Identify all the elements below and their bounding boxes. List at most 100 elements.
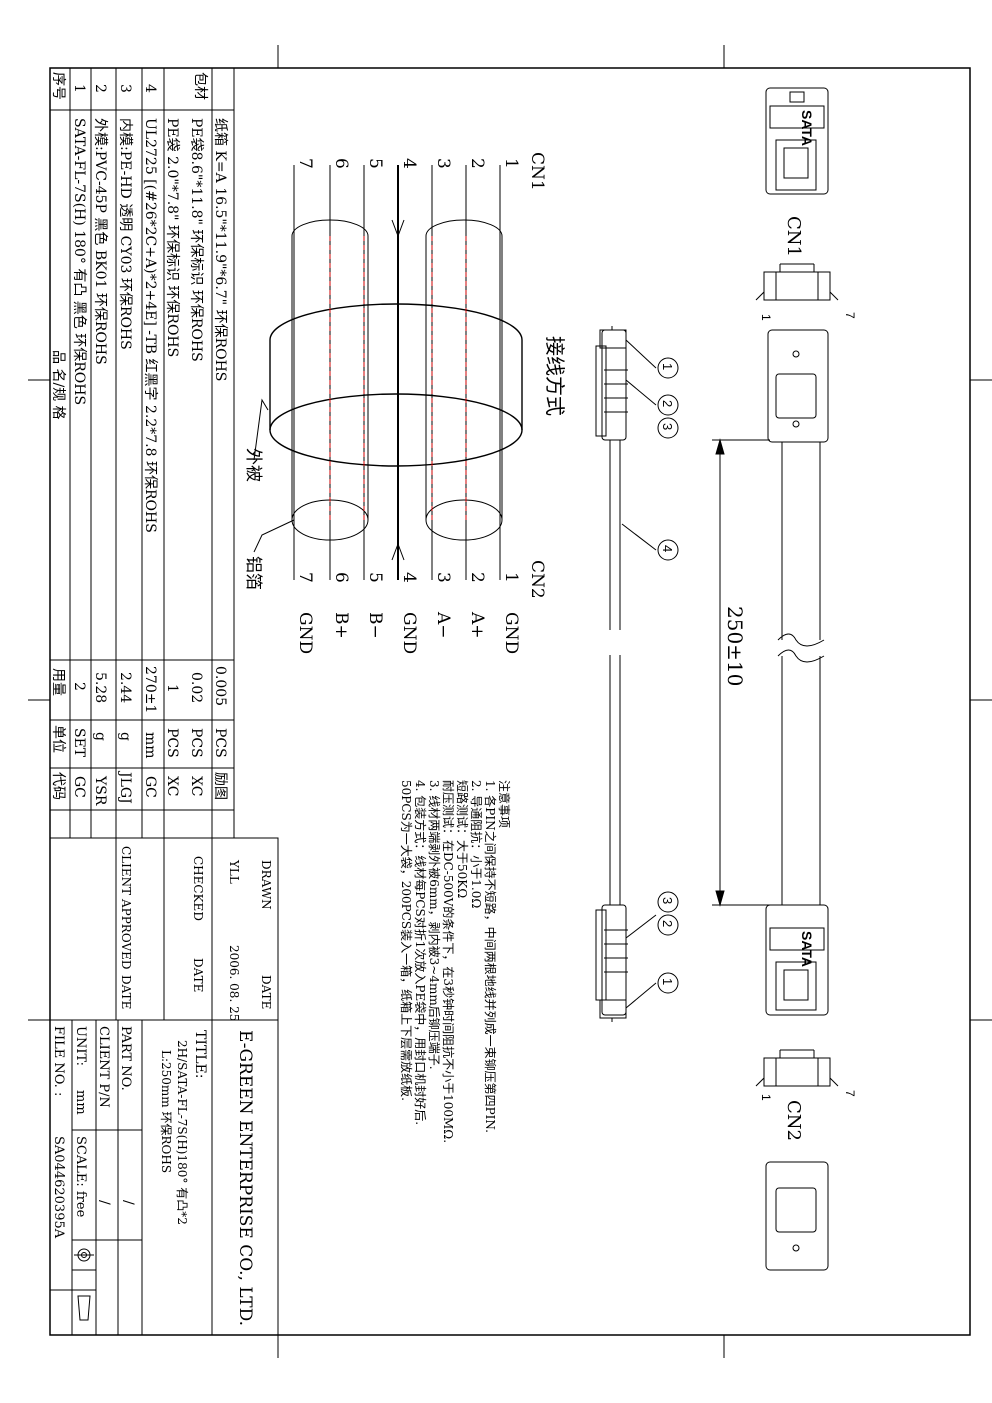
bom-row-qty: 5.28 (92, 672, 108, 703)
callout-circle (657, 357, 679, 379)
bom-row-no: 3 (117, 84, 133, 93)
bom-row-unit: g (92, 732, 108, 741)
cable-top-labels: SATA SATA CN1 CN2 1 7 1 7 250±10 (723, 110, 857, 1141)
scale-label: SCALE: free (73, 1136, 88, 1218)
bom-row-name: 内模:PE-HD 透明 CY03 环保ROHS (117, 118, 133, 350)
bom-row-unit: mm (142, 732, 158, 759)
bom-row-no: 1 (71, 84, 87, 93)
checked-label: CHECKED (191, 856, 205, 921)
part-no-label: PART NO. (118, 1026, 133, 1091)
drawer-name: YLL (227, 859, 241, 884)
pin-left: 3 (433, 158, 453, 169)
bom-row-unit: PCS (212, 728, 228, 758)
title-line-2: L:250mm 环保ROHS (159, 1050, 173, 1173)
note-line: 耐压测试：在DC-500V的条件下，在3秒钟时间阻抗不小于100MΩ. (441, 780, 456, 1143)
pin7-marker-cn2: 7 (843, 1090, 857, 1097)
sata-label-cn2: SATA (799, 931, 815, 967)
foil-label: 铝箔 (243, 556, 263, 590)
approved-date-label: DATE (119, 975, 133, 1009)
bom-row-qty: 270±1 (142, 666, 158, 713)
client-approved-label: CLIENT APPROVED (119, 846, 133, 970)
bom-row-name: UL2725 [(#26*2C+A)*2+4E] -TB 红黑字 2.2*7.8… (142, 118, 158, 533)
pin-left: 5 (365, 158, 385, 169)
drawn-label: DRAWN (259, 860, 273, 910)
bom-row-qty: 1 (164, 684, 180, 693)
projection-symbol-icon (74, 1248, 94, 1321)
note-line: 3. 线材两端剥外被6mm，剥内被3~4mm后铆压端子. (427, 780, 442, 1070)
bom-row-qty: 0.005 (212, 666, 228, 706)
bom-row-name: 外模:PVC-45P 黑色 BK01 环保ROHS (92, 118, 109, 365)
note-line: 50PCS为一大袋，200PCS装入一箱，纸箱上下层需放纸板. (399, 780, 414, 1101)
length-dimension: 250±10 (723, 606, 747, 686)
bom-row-code: XC (164, 776, 180, 796)
unit-value: mm (73, 1090, 88, 1115)
drawn-date: 2006. 08. 25 (227, 945, 241, 1021)
bom-row-code: JLGJ (117, 770, 133, 804)
cn1-label: CN1 (783, 216, 804, 257)
bom-row-name: SATA-FL-7S(H) 180° 有凸 黑色 环保ROHS (71, 118, 88, 405)
outer-jacket-label: 外被 (243, 448, 263, 482)
pin1-marker-cn2: 1 (759, 1094, 773, 1101)
bom-row-unit: SET (71, 728, 87, 758)
cn2-label: CN2 (783, 1100, 804, 1141)
bom-header-qty: 用量 (50, 668, 66, 696)
pin-left: 7 (295, 158, 315, 169)
signal-label: A+ (467, 611, 487, 639)
signal-label: B− (365, 612, 385, 639)
bom-pack-label: 包材 (192, 72, 208, 100)
cn1-end-label: CN1 (527, 152, 547, 191)
wiring-diagram (253, 165, 523, 580)
bom-row-qty: 2 (71, 682, 87, 691)
pin-left: 2 (467, 158, 487, 169)
client-pn-label: CLIENT P/N (96, 1026, 111, 1108)
pin-right: 5 (365, 572, 385, 583)
unit-label: UNIT: (73, 1026, 88, 1066)
bom-row-code: XC (188, 776, 204, 796)
bom-row-code: GC (71, 776, 87, 798)
bom-row-name: PE袋8.6"*11.8" 环保标识 环保ROHS (188, 118, 204, 362)
callouts: 1 2 3 4 3 2 1 (657, 357, 679, 994)
pin-right: 3 (433, 572, 453, 583)
callout-number: 4 (660, 545, 675, 552)
bom-row-qty: 2.44 (117, 672, 133, 703)
bom-row-no: 2 (92, 84, 108, 93)
bom-header-name: 品 名/规 格 (50, 350, 66, 420)
note-line: 4. 包装方式：线材每PCS对折1次放入PE袋中，用封口机封好后. (413, 780, 428, 1125)
pin-left: 1 (501, 158, 521, 169)
bom-header-unit: 单位 (50, 725, 66, 753)
cable-top-view (712, 87, 839, 1271)
bom-row-code: 励图 (212, 772, 228, 800)
pin-right: 7 (295, 572, 315, 583)
signal-label: GND (501, 612, 521, 654)
bom-row-code: YSR (92, 775, 108, 806)
bom-row-no: 4 (142, 84, 158, 93)
bom-row-unit: g (117, 732, 133, 741)
callout-number: 1 (660, 978, 675, 985)
sata-label-cn1: SATA (799, 110, 815, 146)
part-no-slash: / (120, 1200, 136, 1205)
cn2-end-label: CN2 (527, 560, 547, 599)
file-no-label: FILE NO. : (51, 1026, 66, 1096)
title-block-text: DRAWN DATE YLL 2006. 08. 25 CHECKED DATE… (51, 846, 273, 1326)
checked-date-label: DATE (191, 958, 205, 992)
bom-row-code: GC (142, 776, 158, 798)
title-block (49, 837, 279, 1336)
signal-label: GND (399, 612, 419, 654)
callout-number: 3 (660, 423, 675, 430)
title-line-1: 2H/SATA-FL-7S(H)180° 有凸*2 (175, 1040, 189, 1225)
notes-heading: 注意事项 (497, 780, 512, 828)
note-line: 短路测试：大于50KΩ (455, 780, 470, 898)
bom-header-no: 序号 (50, 72, 66, 100)
pin7-marker-cn1: 7 (843, 312, 857, 319)
note-line: 1. 各PIN之间保持不短路，中间两根地线并列成一束铆压第四PIN. (483, 780, 498, 1133)
client-pn-slash: / (96, 1200, 112, 1205)
callout-number: 3 (660, 897, 675, 904)
bom-row-unit: PCS (188, 728, 204, 758)
pin-left: 4 (399, 158, 419, 169)
bom-text: 序号 品 名/规 格 用量 单位 代码 1 SATA-FL-7S(H) 180°… (50, 72, 228, 806)
date-label: DATE (259, 975, 273, 1009)
bom-row-name: 纸箱 K=A 16.5"*11.9"*6.7" 环保ROHS (212, 118, 228, 381)
wiring-labels: CN1 CN2 外被 铝箔 接线方式 1 2 3 4 5 6 7 1 2 3 4… (243, 152, 567, 654)
pin-right: 1 (501, 572, 521, 583)
